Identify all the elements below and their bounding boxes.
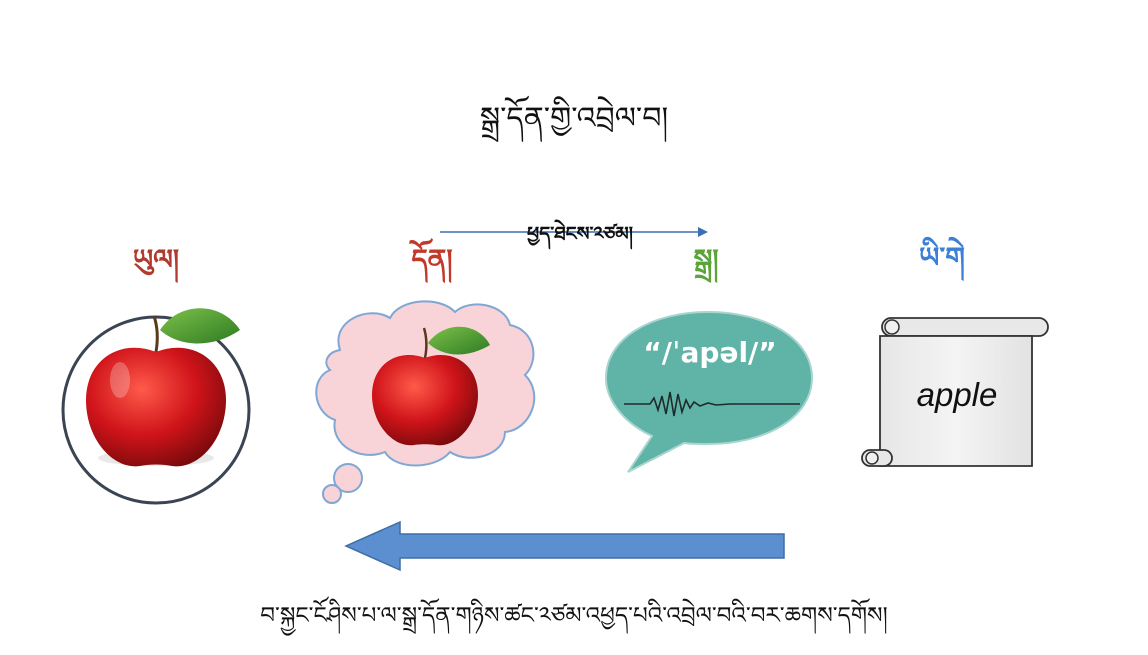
meaning-to-sound-arrow: [440, 227, 708, 237]
label-letter: ཡི་གེ: [919, 241, 965, 274]
meaning-thought-cloud: [315, 300, 536, 504]
label-sound: སྒྲ།: [693, 243, 719, 276]
label-meaning: དོན།: [411, 243, 453, 276]
diagram-title: སྒྲ་དོན་གྱི་འབྲེལ་བ།: [479, 101, 669, 136]
object-apple-circle: [61, 308, 251, 505]
label-object: ཡུལ།: [132, 243, 180, 276]
pronunciation-text: “/ˈapəl/”: [643, 336, 777, 369]
scroll-word: apple: [916, 376, 998, 413]
letter-scroll: [861, 317, 1049, 467]
bottom-left-arrow: [344, 520, 785, 572]
bottom-caption: བ་སྐྱང་ངོཤིས་པ་ལ་སྒྲ་དོན་གཉིས་ཚང་༢ཙམ་འཕྱ…: [260, 603, 888, 629]
sound-speech-bubble: [604, 310, 814, 473]
mid-caption: ཕྱད་ཐེངས་༢ཙམ།: [527, 223, 633, 245]
